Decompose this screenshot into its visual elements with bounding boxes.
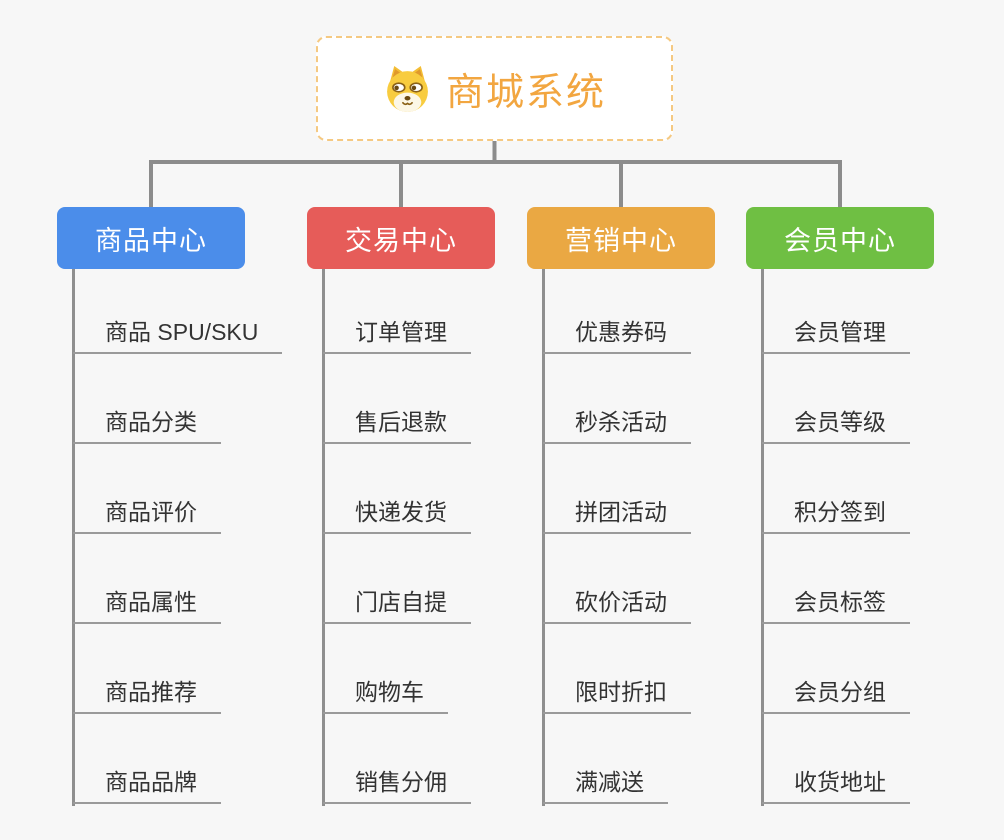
- branch-items: 会员管理 会员等级 积分签到 会员标签 会员分组 收货地址: [746, 269, 1004, 814]
- branch-item[interactable]: 优惠券码: [543, 317, 691, 354]
- branch-item[interactable]: 砍价活动: [543, 587, 691, 624]
- branch-items: 商品 SPU/SKU 商品分类 商品评价 商品属性 商品推荐 商品品牌: [57, 269, 317, 814]
- branch-item[interactable]: 满减送: [543, 767, 668, 804]
- branch-item[interactable]: 会员标签: [762, 587, 910, 624]
- branch-item[interactable]: 商品品牌: [73, 767, 221, 804]
- branch-item[interactable]: 会员管理: [762, 317, 910, 354]
- branch-header[interactable]: 商品中心: [57, 207, 245, 269]
- branch-item[interactable]: 门店自提: [323, 587, 471, 624]
- branch-item[interactable]: 商品分类: [73, 407, 221, 444]
- dog-face-icon: [387, 66, 428, 112]
- branch-item[interactable]: 商品 SPU/SKU: [73, 317, 283, 354]
- root-title: 商城系统: [445, 72, 606, 114]
- branch-spine-line: [322, 269, 325, 806]
- root-node[interactable]: 商城系统: [316, 36, 673, 141]
- branch-column-product: 商品中心 商品 SPU/SKU 商品分类 商品评价 商品属性 商品推荐 商品品牌: [57, 207, 283, 814]
- branch-item[interactable]: 销售分佣: [323, 767, 471, 804]
- branch-item[interactable]: 积分签到: [762, 497, 910, 534]
- branch-column-marketing: 营销中心 优惠券码 秒杀活动 拼团活动 砍价活动 限时折扣 满减送: [527, 207, 715, 814]
- branch-item[interactable]: 收货地址: [762, 767, 910, 804]
- branch-item[interactable]: 售后退款: [323, 407, 471, 444]
- branch-item[interactable]: 商品评价: [73, 497, 221, 534]
- branch-item[interactable]: 会员等级: [762, 407, 910, 444]
- branch-item[interactable]: 会员分组: [762, 677, 910, 714]
- branch-header[interactable]: 营销中心: [527, 207, 715, 269]
- branch-column-trade: 交易中心 订单管理 售后退款 快递发货 门店自提 购物车 销售分佣: [307, 207, 495, 814]
- branch-items: 优惠券码 秒杀活动 拼团活动 砍价活动 限时折扣 满减送: [527, 269, 787, 814]
- branch-item[interactable]: 快递发货: [323, 497, 471, 534]
- branch-spine-line: [542, 269, 545, 806]
- branch-item[interactable]: 限时折扣: [543, 677, 691, 714]
- branch-item[interactable]: 订单管理: [323, 317, 471, 354]
- branch-items: 订单管理 售后退款 快递发货 门店自提 购物车 销售分佣: [307, 269, 567, 814]
- branch-spine-line: [72, 269, 75, 806]
- branch-item[interactable]: 购物车: [323, 677, 448, 714]
- branch-item[interactable]: 商品属性: [73, 587, 221, 624]
- branch-item[interactable]: 商品推荐: [73, 677, 221, 714]
- branch-header[interactable]: 会员中心: [746, 207, 934, 269]
- branch-spine-line: [761, 269, 764, 806]
- branch-column-member: 会员中心 会员管理 会员等级 积分签到 会员标签 会员分组 收货地址: [746, 207, 934, 814]
- branch-item[interactable]: 拼团活动: [543, 497, 691, 534]
- branch-header[interactable]: 交易中心: [307, 207, 495, 269]
- branch-item[interactable]: 秒杀活动: [543, 407, 691, 444]
